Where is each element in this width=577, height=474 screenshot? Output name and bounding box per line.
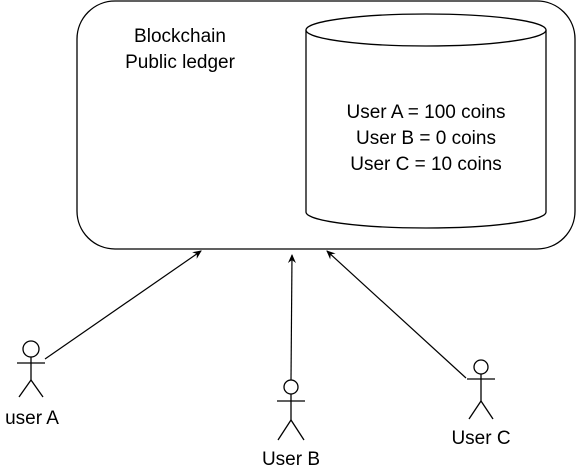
arrow-user-a (44, 250, 202, 360)
ledger-line-user-c: User C = 10 coins (350, 154, 502, 175)
ledger-line-user-b: User B = 0 coins (356, 128, 496, 149)
actor-label-user-a: user A (5, 408, 59, 429)
actor-user-a[interactable] (17, 340, 45, 398)
ledger-balances: User A = 100 coins User B = 0 coins User… (316, 100, 536, 178)
arrow-user-b (287, 254, 296, 381)
ledger-line-user-a: User A = 100 coins (346, 102, 506, 123)
blockchain-title: Blockchain Public ledger (110, 24, 250, 76)
blockchain-title-line2: Public ledger (125, 52, 235, 73)
actor-label-user-c: User C (451, 428, 511, 449)
actor-user-c[interactable] (467, 359, 495, 420)
actor-label-user-b: User B (261, 449, 321, 470)
actor-user-b[interactable] (277, 379, 305, 441)
blockchain-title-line1: Blockchain (134, 26, 226, 47)
arrow-user-c (326, 250, 467, 379)
ledger-database[interactable] (305, 13, 547, 229)
